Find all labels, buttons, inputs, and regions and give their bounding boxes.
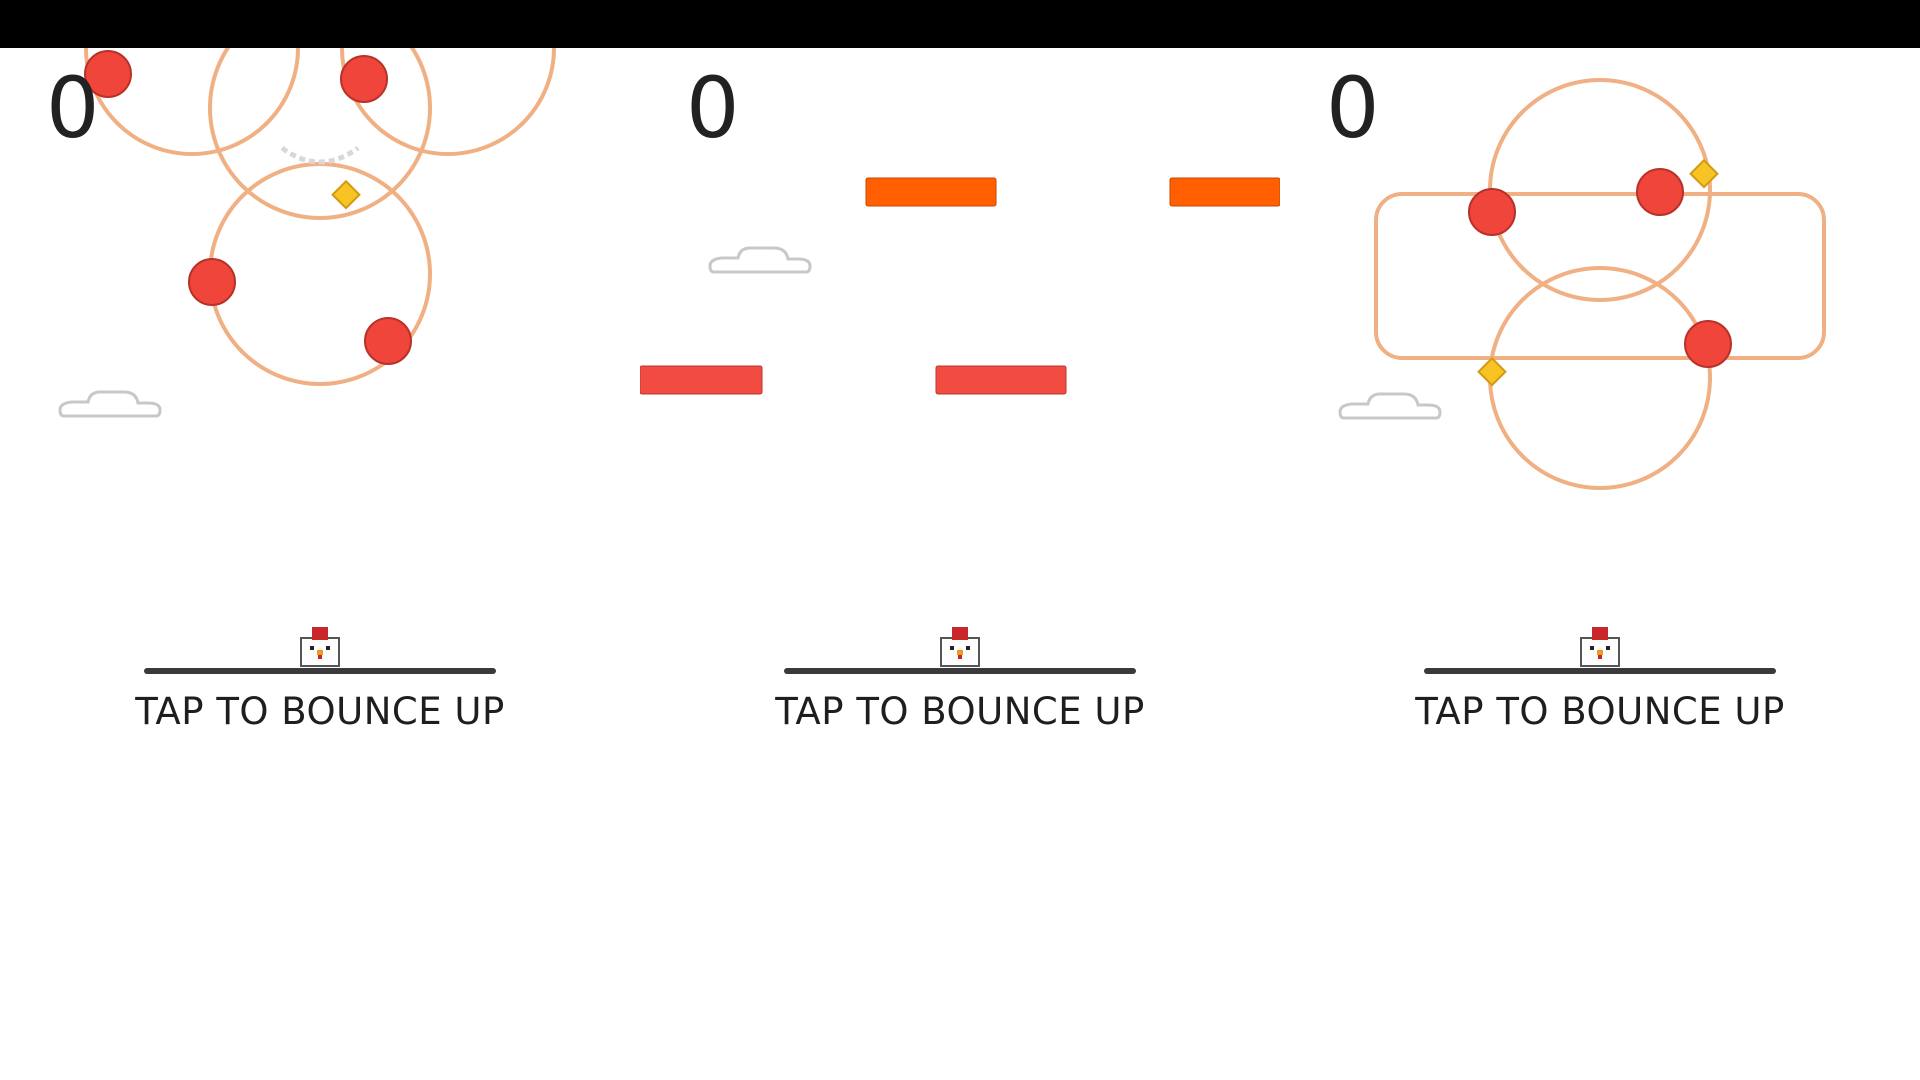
obstacle-scene [58,48,556,418]
chicken-icon[interactable] [298,626,342,668]
ground-platform [144,668,496,674]
diamond-icon [1689,158,1719,189]
orange-bar-obstacle [865,177,997,207]
tap-to-bounce-prompt: TAP TO BOUNCE UP [1415,690,1785,733]
red-ball-hazard [84,50,132,98]
cloud-icon [58,390,162,418]
obstacle-scene [1338,78,1826,490]
game-panel-2[interactable]: 0 TAP TO BOUNCE UP [640,48,1280,1080]
red-ball-hazard [364,317,412,365]
red-ball-hazard [1636,168,1684,216]
chicken-icon[interactable] [1578,626,1622,668]
game-panel-1[interactable]: 0 TAP TO BOUNCE UP [0,48,640,1080]
top-bar [0,0,1920,48]
cloud-icon [1338,392,1442,420]
rounded-rect-obstacle [1374,192,1826,360]
red-bar-obstacle [935,365,1067,395]
diamond-icon [1477,356,1507,387]
chicken-icon[interactable] [938,626,982,668]
orange-bar-obstacle [1169,177,1280,207]
red-ball-hazard [1684,320,1732,368]
cloud-icon [708,246,812,274]
tap-to-bounce-prompt: TAP TO BOUNCE UP [775,690,1145,733]
red-bar-obstacle [640,365,763,395]
score-counter: 0 [1326,59,1380,157]
ring-obstacle [340,48,556,156]
score-counter: 0 [686,59,740,157]
red-ball-hazard [188,258,236,306]
red-ball-hazard [1468,188,1516,236]
ring-obstacle [84,48,300,156]
tap-to-bounce-prompt: TAP TO BOUNCE UP [135,690,505,733]
game-panel-3[interactable]: 0 TAP TO BOUNCE UP [1280,48,1920,1080]
score-counter: 0 [46,59,100,157]
ring-obstacle [208,48,432,220]
red-ball-hazard [340,55,388,103]
ground-platform [1424,668,1776,674]
diamond-icon [331,179,361,210]
obstacle-scene [640,177,1280,395]
ground-platform [784,668,1136,674]
smile-decoration [280,145,360,165]
